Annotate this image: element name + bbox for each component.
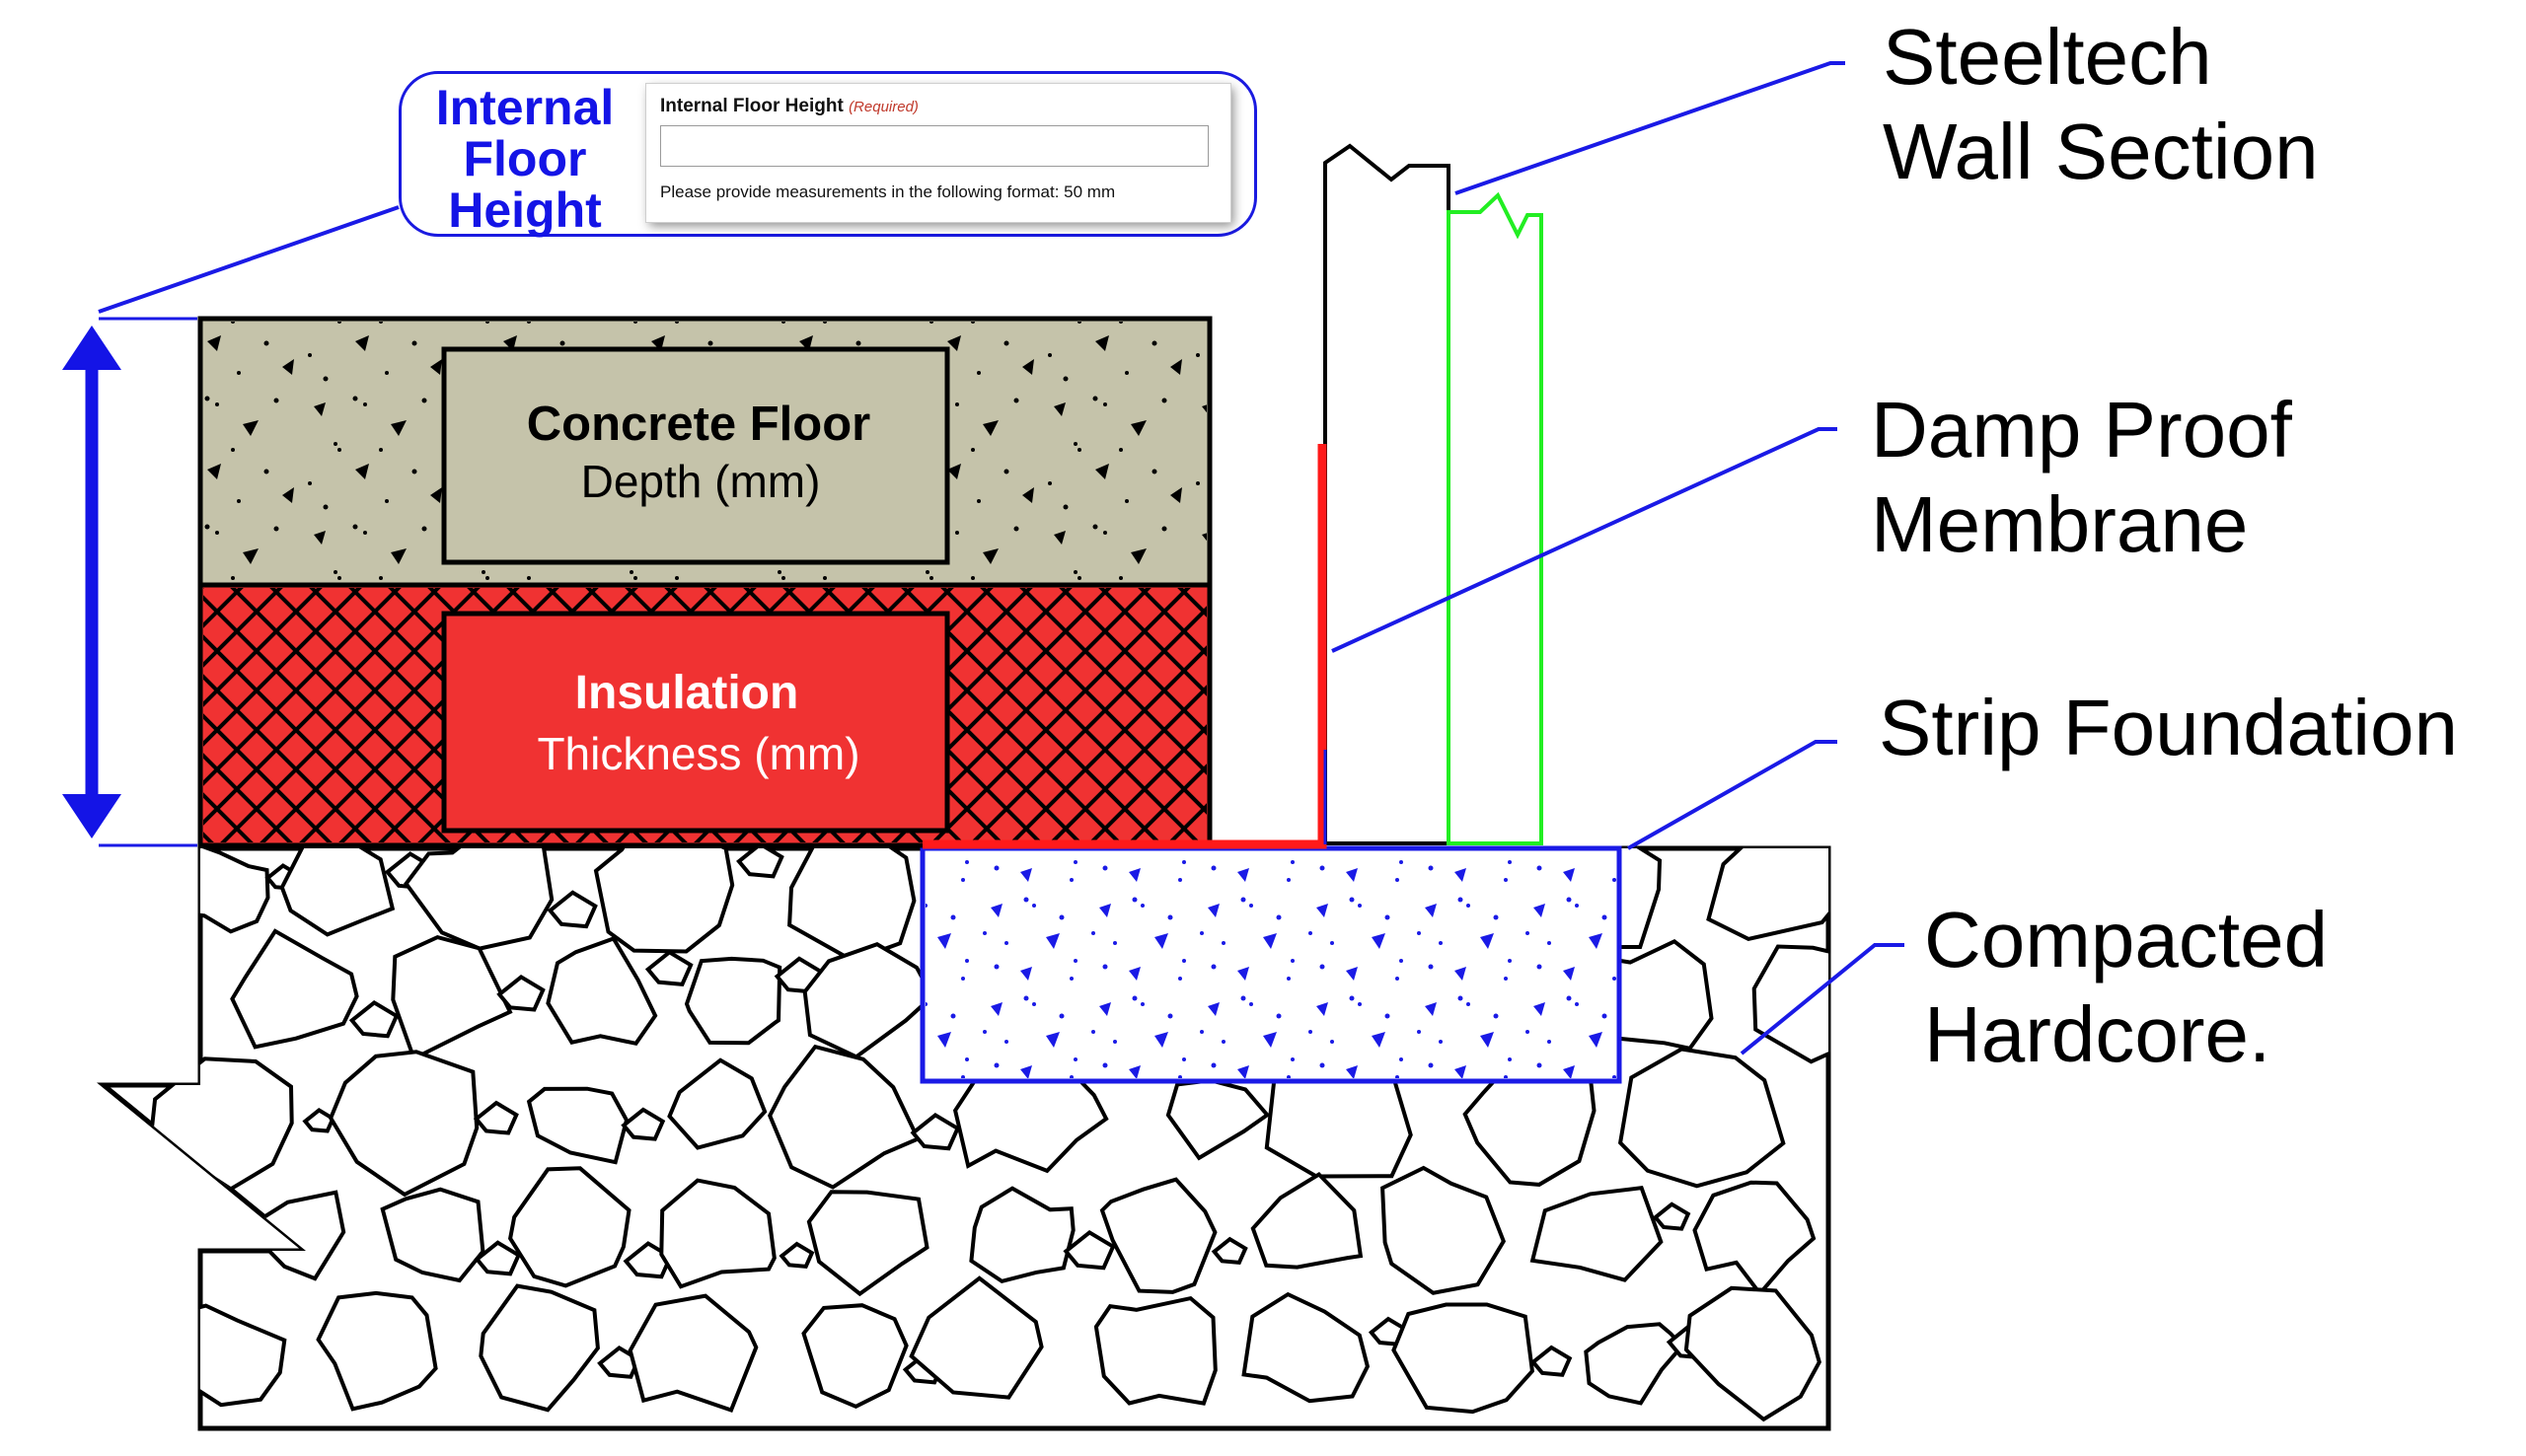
hardcore-stone — [801, 1303, 909, 1409]
hardcore-stone — [1751, 944, 1828, 1064]
hardcore-label: Compacted Hardcore. — [1924, 893, 2328, 1082]
hardcore-pebble — [779, 1241, 815, 1270]
hardcore-pebble — [621, 1107, 666, 1141]
steeltech-label-line-1: Steeltech — [1883, 13, 2212, 101]
hardcore-stone — [279, 848, 396, 937]
hardcore-stone — [1099, 1177, 1218, 1294]
dpm-label: Damp Proof Membrane — [1871, 383, 2292, 572]
hardcore-pebble — [623, 1241, 673, 1279]
hardcore-stone — [479, 1283, 600, 1413]
hardcore-stone — [1692, 1180, 1817, 1297]
concrete-subtitle: Depth (mm) — [581, 456, 821, 507]
leader-steeltech — [1454, 61, 1845, 195]
hardcore-stone — [667, 1057, 768, 1150]
hardcore-pebble — [348, 999, 400, 1039]
hardcore-stone — [328, 1050, 480, 1198]
hardcore-pebble — [910, 1112, 961, 1151]
hardcore-stone — [802, 942, 935, 1059]
hardcore-stone — [684, 956, 782, 1046]
hardcore-stone — [1584, 1322, 1685, 1406]
insulation-subtitle: Thickness (mm) — [537, 728, 859, 779]
floor-height-form: Internal Floor Height (Required) Please … — [646, 84, 1230, 222]
steeltech-wall-section — [1323, 143, 1543, 845]
hardcore-pebble — [1529, 1345, 1573, 1377]
hardcore-stone — [526, 1086, 630, 1165]
hardcore-stone — [1250, 1171, 1364, 1270]
concrete-title: Concrete Floor — [527, 398, 870, 451]
hardcore-stone — [628, 1293, 759, 1414]
floor-height-input[interactable] — [660, 125, 1209, 167]
leader-internal-height — [98, 205, 400, 314]
hardcore-stone — [380, 1187, 485, 1283]
callout-title: Internal Floor Height — [421, 82, 629, 236]
hardcore-label-line-2: Hardcore. — [1924, 990, 2271, 1078]
hardcore-stone — [659, 1178, 777, 1289]
internal-floor-height-callout: Internal Floor Height Internal Floor Hei… — [399, 71, 1257, 237]
hardcore-stone — [230, 928, 359, 1050]
concrete-floor-layer: Concrete Floor Depth (mm) — [197, 316, 1213, 588]
callout-title-line-3: Height — [448, 182, 602, 238]
hardcore-stone — [316, 1290, 438, 1412]
hardcore-stone — [1706, 848, 1828, 942]
hardcore-stone — [909, 1275, 1044, 1400]
hardcore-pebble — [1875, 969, 1907, 993]
hardcore-pebble — [644, 949, 694, 986]
hardcore-label-line-1: Compacted — [1924, 896, 2329, 983]
hardcore-stone — [969, 1186, 1076, 1284]
hardcore-pebble — [1652, 1201, 1691, 1231]
damp-proof-membrane — [923, 444, 1327, 849]
hardcore-stone — [1165, 1078, 1271, 1161]
hardcore-stone — [507, 1166, 632, 1288]
hardcore-pebble — [474, 1240, 522, 1276]
hardcore-pebble — [1063, 1229, 1116, 1271]
insulation-title: Insulation — [575, 667, 799, 719]
hardcore-stone — [1380, 1165, 1507, 1295]
callout-title-line-2: Floor — [463, 131, 587, 186]
format-hint: Please provide measurements in the follo… — [660, 182, 1116, 201]
hardcore-stone — [806, 1190, 929, 1297]
hardcore-pebble — [1211, 1236, 1248, 1266]
steeltech-label: Steeltech Wall Section — [1883, 10, 2319, 199]
hardcore-stone — [767, 1044, 922, 1190]
hardcore-stone — [1391, 1302, 1535, 1415]
double-arrow-vertical-icon — [62, 317, 197, 847]
hardcore-stone — [391, 934, 513, 1061]
hardcore-stone — [1683, 1285, 1821, 1422]
required-tag: (Required) — [849, 99, 919, 115]
hardcore-stone — [1093, 1295, 1218, 1406]
hardcore-pebble — [736, 848, 784, 879]
leader-dpm — [1331, 427, 1837, 653]
field-label-row: Internal Floor Height (Required) — [660, 96, 1217, 117]
leader-strip — [1627, 740, 1837, 850]
hardcore-stone — [593, 848, 735, 954]
strip-foundation — [920, 845, 1622, 1084]
callout-title-line-1: Internal — [435, 80, 615, 135]
hardcore-stone — [546, 936, 658, 1047]
hardcore-stone — [1529, 1186, 1664, 1282]
hardcore-pebble — [302, 1108, 335, 1133]
strip-label-line-1: Strip Foundation — [1879, 684, 2459, 771]
dpm-label-line-1: Damp Proof — [1871, 386, 2292, 473]
hardcore-stone — [404, 848, 555, 951]
leader-lines — [98, 61, 1904, 1056]
steeltech-label-line-2: Wall Section — [1883, 108, 2319, 195]
dpm-label-line-2: Membrane — [1871, 480, 2249, 568]
hardcore-pebble — [473, 1100, 519, 1135]
hardcore-pebble — [496, 974, 546, 1012]
insulation-label-box — [441, 611, 950, 834]
hardcore-pebble — [547, 890, 598, 929]
hardcore-stone — [1241, 1291, 1371, 1404]
field-label: Internal Floor Height — [660, 96, 844, 116]
insulation-layer: Insulation Thickness (mm) — [197, 582, 1213, 848]
strip-foundation-label: Strip Foundation — [1879, 681, 2458, 775]
hardcore-stone — [1617, 1047, 1786, 1189]
hardcore-pebble — [1853, 900, 1892, 928]
leader-hardcore — [1740, 943, 1904, 1056]
concrete-label-box — [441, 346, 950, 565]
